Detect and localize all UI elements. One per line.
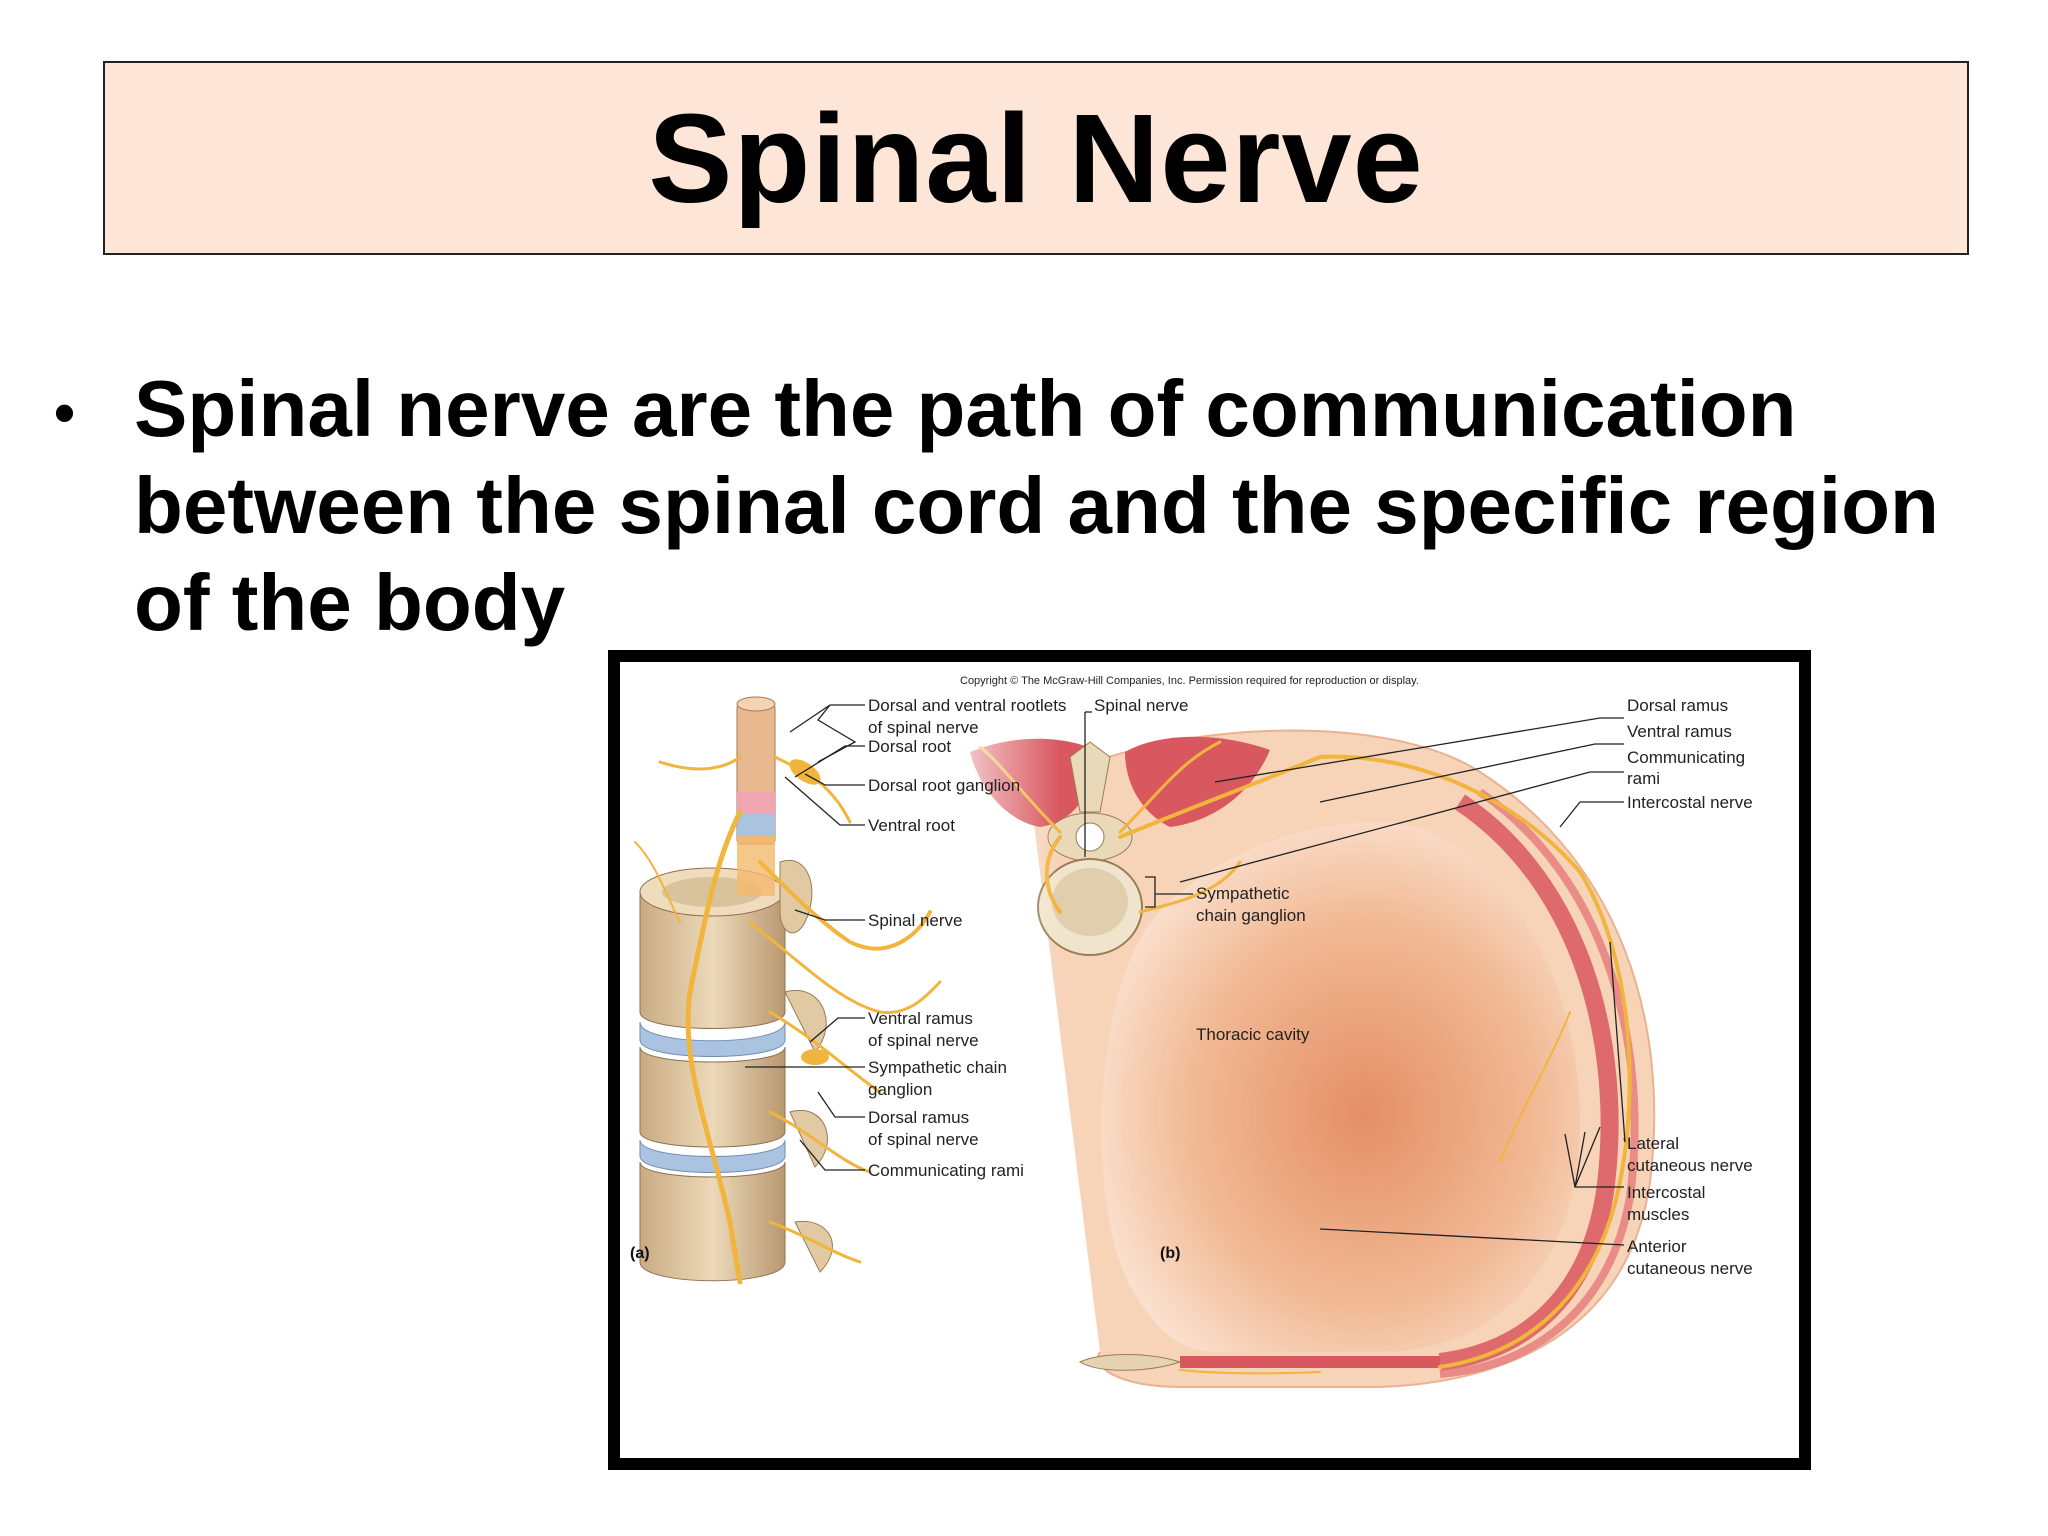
panel-a-vertebral-column <box>634 696 942 1285</box>
label-thoracic-cavity: Thoracic cavity <box>1196 1025 1310 1044</box>
intervertebral-disc-1 <box>639 1021 786 1057</box>
copyright-text: Copyright © The McGraw-Hill Companies, I… <box>960 675 1419 687</box>
label-sympathetic-chain-line2: ganglion <box>868 1080 932 1099</box>
label-spinal-nerve-a: Spinal nerve <box>868 911 963 930</box>
label-dorsal-ramus-b: Dorsal ramus <box>1627 696 1728 715</box>
anatomy-illustration: Copyright © The McGraw-Hill Companies, I… <box>630 675 1753 1402</box>
bullet-text: Spinal nerve are the path of communicati… <box>134 364 1939 647</box>
label-ventral-ramus-b: Ventral ramus <box>1627 722 1732 741</box>
label-lateral-cutaneous-line1: Lateral <box>1627 1134 1679 1153</box>
label-sympathetic-b-line2: chain ganglion <box>1196 906 1306 925</box>
label-rootlets-line2: of spinal nerve <box>868 718 979 737</box>
label-anterior-cutaneous-line1: Anterior <box>1627 1237 1687 1256</box>
thoracic-cavity <box>1101 822 1580 1352</box>
label-communicating-line2: rami <box>1627 769 1660 788</box>
label-ventral-ramus-line1: Ventral ramus <box>868 1009 973 1028</box>
label-dorsal-root: Dorsal root <box>868 737 951 756</box>
vertebra-lower <box>639 1161 786 1282</box>
label-sympathetic-b-line1: Sympathetic <box>1196 884 1290 903</box>
label-intercostal-muscles-line1: Intercostal <box>1627 1183 1705 1202</box>
label-dorsal-ramus-line1: Dorsal ramus <box>868 1108 969 1127</box>
label-spinal-nerve-b: Spinal nerve <box>1094 696 1189 715</box>
label-rootlets-line1: Dorsal and ventral rootlets <box>868 696 1066 715</box>
label-intercostal-muscles-line2: muscles <box>1627 1205 1689 1224</box>
panel-b-tag: (b) <box>1160 1245 1180 1262</box>
label-sympathetic-chain-line1: Sympathetic chain <box>868 1058 1007 1077</box>
label-dorsal-root-ganglion: Dorsal root ganglion <box>868 776 1020 795</box>
label-anterior-cutaneous-line2: cutaneous nerve <box>1627 1259 1753 1278</box>
panel-a-tag: (a) <box>630 1245 650 1262</box>
label-intercostal-nerve: Intercostal nerve <box>1627 793 1753 812</box>
label-dorsal-ramus-line2: of spinal nerve <box>868 1130 979 1149</box>
slide-title: Spinal Nerve <box>648 87 1424 229</box>
label-ventral-root: Ventral root <box>868 816 955 835</box>
back-muscle-right <box>1125 736 1270 827</box>
vertebra-middle <box>639 1046 786 1148</box>
bullet-marker: • <box>54 379 76 446</box>
title-banner: Spinal Nerve <box>103 61 1969 255</box>
intercostal-muscles <box>1438 794 1619 1371</box>
intervertebral-disc-2 <box>639 1139 786 1173</box>
dorsal-root-ganglion <box>789 759 821 785</box>
label-lateral-cutaneous-line2: cutaneous nerve <box>1627 1156 1753 1175</box>
sympathetic-ganglion <box>801 1049 829 1065</box>
panel-b-thoracic-section <box>970 711 1656 1388</box>
label-ventral-ramus-line2: of spinal nerve <box>868 1031 979 1050</box>
spinal-nerve-figure: Copyright © The McGraw-Hill Companies, I… <box>608 650 1811 1470</box>
label-communicating-rami-a: Communicating rami <box>868 1161 1024 1180</box>
label-communicating-line1: Communicating <box>1627 748 1745 767</box>
sternum <box>1078 1354 1182 1371</box>
